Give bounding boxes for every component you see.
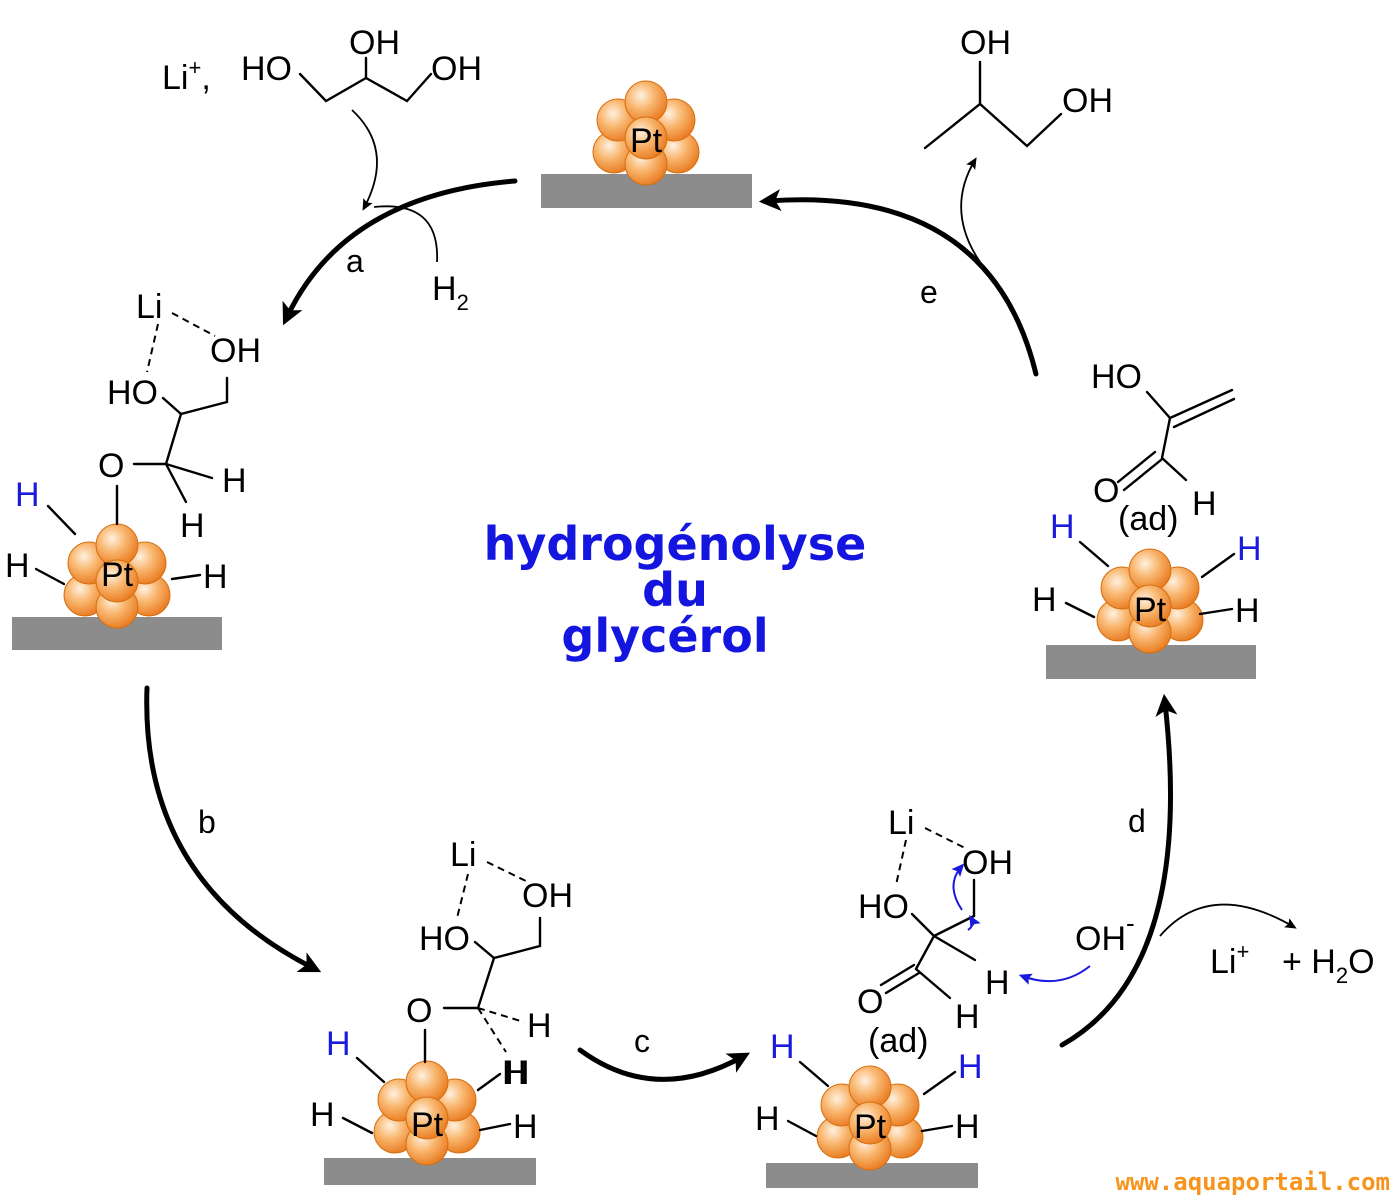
methylene-h: H	[505, 1054, 530, 1092]
step-a-label: a	[346, 243, 364, 279]
surface-h: H	[502, 1054, 527, 1092]
alpha-h: H	[985, 964, 1010, 1002]
step-e-label: e	[920, 274, 938, 310]
intermediate-4: Pt H H H H (ad) HO O H	[1032, 358, 1262, 679]
lithium: Li	[888, 804, 914, 842]
intermediate-1: Pt H H H O H H HO OH Li	[5, 288, 261, 650]
carbonyl-oxygen: O	[1093, 472, 1119, 510]
byproducts: Li+ + H2O	[1159, 903, 1375, 988]
title-line-1: hydrogénolyse	[484, 517, 867, 571]
ether-oxygen: O	[406, 992, 432, 1030]
pt-label: Pt	[630, 122, 663, 160]
center-title: hydrogénolyse du glycérol	[484, 517, 867, 663]
propanediol-product: OH OH	[923, 24, 1113, 263]
step-e-arrow	[758, 189, 1039, 377]
adsorbed-tag: (ad)	[1118, 500, 1178, 538]
lithium-ion: Li+	[1210, 939, 1249, 981]
adsorbed-h: H	[1237, 530, 1262, 568]
surface-h: H	[1235, 592, 1260, 630]
glycerol-ho-left: HO	[241, 50, 292, 88]
hydroxyl-oh: OH	[522, 877, 573, 915]
methylene-h: H	[180, 507, 205, 545]
hydroxyl-oh: OH	[210, 332, 261, 370]
pt-label: Pt	[411, 1106, 444, 1144]
step-d-label: d	[1128, 803, 1146, 839]
surface-h: H	[310, 1096, 335, 1134]
ether-oxygen: O	[98, 447, 124, 485]
lithium: Li	[450, 836, 476, 874]
adsorbed-h: H	[1050, 508, 1075, 546]
step-c-arrow	[577, 1047, 751, 1082]
adsorbed-h: H	[958, 1048, 983, 1086]
cycle-arrows	[144, 178, 1178, 1082]
product-oh-right: OH	[1062, 82, 1113, 120]
water: + H2O	[1282, 943, 1375, 988]
pt-label: Pt	[1134, 591, 1167, 629]
title-line-2: du	[642, 563, 708, 617]
intermediate-3: Pt H H H H (ad) O H H HO OH Li OH-	[755, 804, 1135, 1188]
hydroxyl-oh: OH	[962, 844, 1013, 882]
hydroxyl-ho: HO	[858, 888, 909, 926]
adsorbed-h: H	[770, 1028, 795, 1066]
hydroxyl-ho: HO	[107, 374, 158, 412]
adsorbed-h: H	[326, 1025, 351, 1063]
carbonyl-oxygen: O	[857, 983, 883, 1021]
step-a-arrow	[282, 178, 518, 326]
step-c-label: c	[634, 1023, 650, 1059]
surface-h: H	[1032, 581, 1057, 619]
surface-h: H	[955, 1108, 980, 1146]
hydroxyl-ho: HO	[1091, 358, 1142, 396]
methylene-h: H	[222, 462, 247, 500]
lithium-ion: Li+,	[162, 55, 211, 97]
hydrogen-gas: H2	[432, 270, 469, 315]
surface-h: H	[203, 558, 228, 596]
step-labels: a b c d e	[198, 243, 1146, 1059]
aldehyde-h: H	[955, 998, 980, 1036]
aldehyde-h: H	[1192, 485, 1217, 523]
step-d-arrow	[1059, 693, 1178, 1048]
surface-h: H	[755, 1100, 780, 1138]
intermediate-2: Pt H H H H O H H HO OH Li	[310, 836, 573, 1185]
adsorbed-tag: (ad)	[868, 1022, 928, 1060]
surface-h: H	[5, 547, 30, 585]
step-b-arrow	[144, 685, 322, 973]
watermark: www.aquaportail.com	[1115, 1168, 1390, 1196]
title-line-3: glycérol	[561, 609, 768, 663]
glycerol-oh-right: OH	[431, 50, 482, 88]
lithium: Li	[136, 288, 162, 326]
glycerol-reagent: Li+, HO OH OH H2	[162, 24, 482, 315]
hydroxyl-ho: HO	[419, 920, 470, 958]
hydroxide: OH-	[1075, 908, 1135, 958]
methylene-h: H	[527, 1007, 552, 1045]
pt-label: Pt	[854, 1108, 887, 1146]
adsorbed-h: H	[15, 476, 40, 514]
surface-h: H	[513, 1108, 538, 1146]
step-b-label: b	[198, 804, 216, 840]
glycerol-oh-top: OH	[349, 24, 400, 62]
product-oh-top: OH	[960, 24, 1011, 62]
catalyst-top: Pt	[541, 80, 752, 208]
pt-label: Pt	[101, 556, 134, 594]
